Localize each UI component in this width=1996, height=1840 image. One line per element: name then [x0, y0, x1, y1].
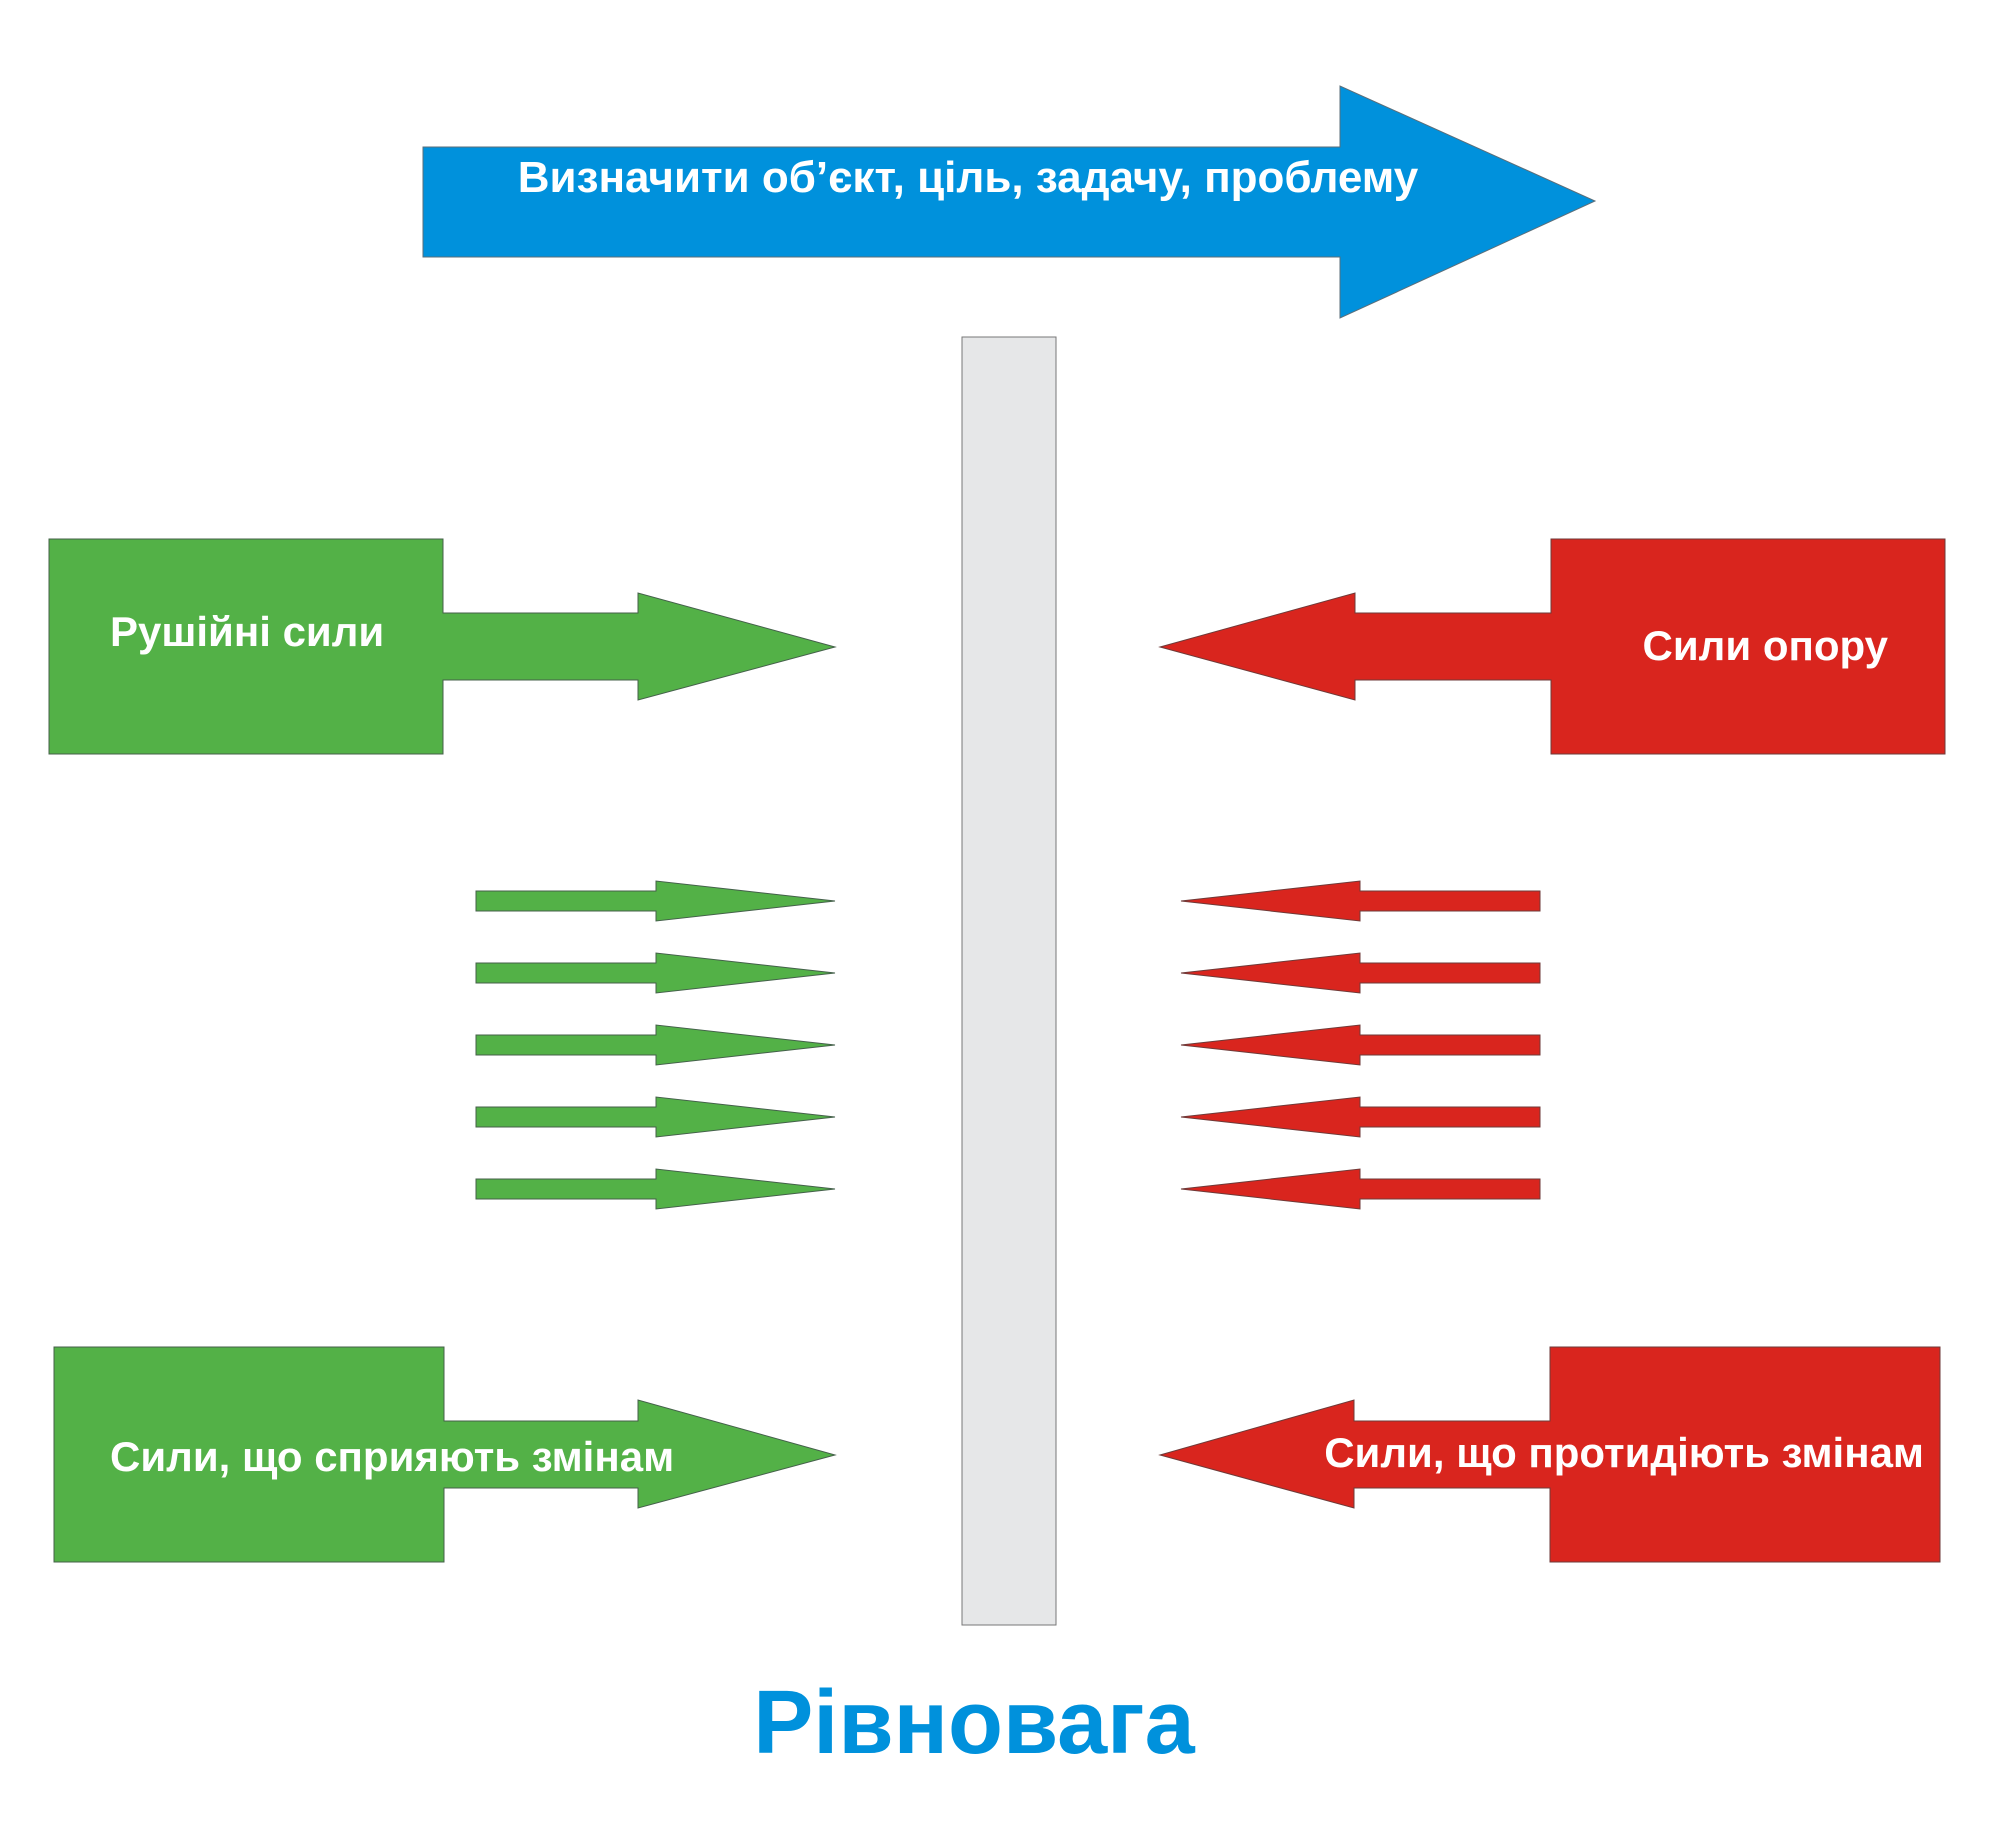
equilibrium-barrier — [961, 336, 1057, 1626]
driving-small-arrow-2 — [475, 952, 836, 994]
resisting-small-arrow-4 — [1180, 1096, 1541, 1138]
resisting-forces-shape — [1158, 538, 1946, 755]
resisting-small-arrow-3 — [1180, 1024, 1541, 1066]
driving-small-arrow-5 — [475, 1168, 836, 1210]
driving-small-arrow-4 — [475, 1096, 836, 1138]
opposing-forces-shape — [1158, 1346, 1941, 1563]
opposing-forces: Сили, що протидіють змінам — [1158, 1346, 1941, 1563]
resisting-forces: Сили опору — [1158, 538, 1946, 755]
supporting-forces-shape — [53, 1346, 837, 1563]
driving-small-arrow-3 — [475, 1024, 836, 1066]
resisting-small-arrow-5 — [1180, 1168, 1541, 1210]
resisting-forces-label: Сили опору — [1643, 622, 1889, 669]
equilibrium-title: Рівновага — [753, 1673, 1195, 1773]
driving-small-arrows — [475, 880, 836, 1210]
driving-forces-shape — [48, 538, 837, 755]
resisting-small-arrow-1 — [1180, 880, 1541, 922]
supporting-forces-label: Сили, що сприяють змінам — [110, 1433, 674, 1480]
resisting-small-arrow-2 — [1180, 952, 1541, 994]
resisting-small-arrows — [1180, 880, 1541, 1210]
driving-small-arrow-1 — [475, 880, 836, 922]
opposing-forces-label: Сили, що протидіють змінам — [1324, 1429, 1924, 1476]
driving-forces: Рушійні сили — [48, 538, 837, 755]
goal-arrow: Визначити об’єкт, ціль, задачу, проблему — [422, 85, 1597, 319]
driving-forces-label: Рушійні сили — [110, 608, 384, 655]
goal-arrow-shape — [422, 85, 1597, 319]
supporting-forces: Сили, що сприяють змінам — [53, 1346, 837, 1563]
goal-arrow-label: Визначити об’єкт, ціль, задачу, проблему — [518, 153, 1419, 202]
